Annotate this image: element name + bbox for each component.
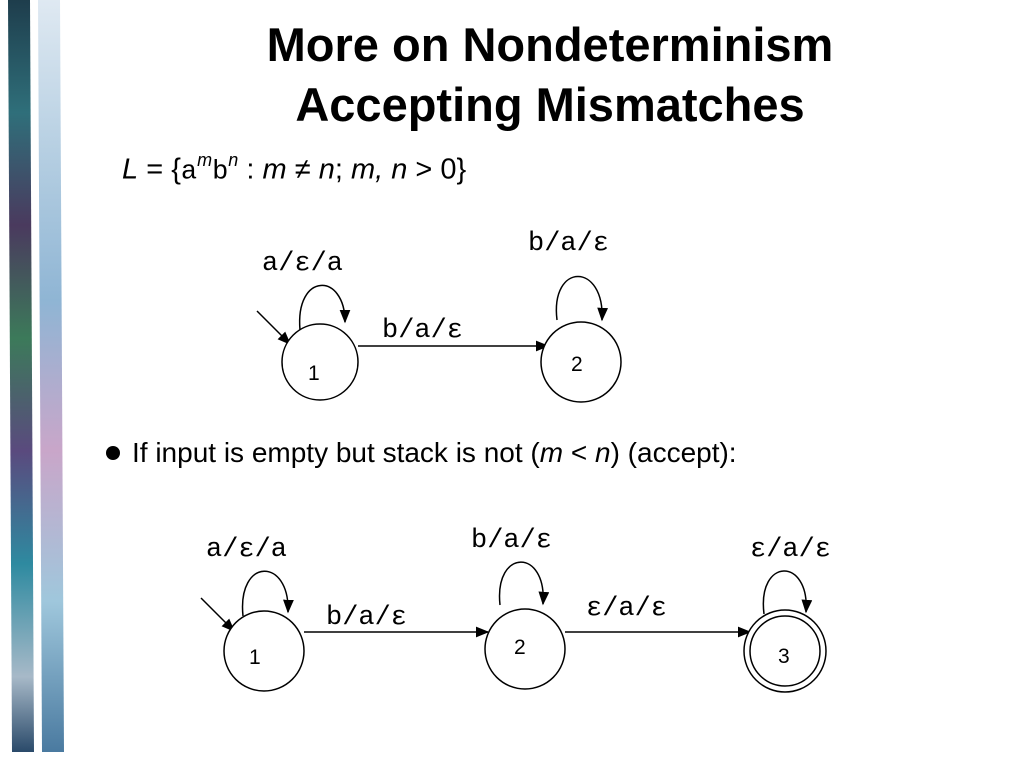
self-loop-state-1 bbox=[241, 570, 294, 617]
bullet-dot-icon bbox=[106, 446, 120, 460]
diagram-2: a/ε/a 1 b/a/ε b/a/ε 2 ε/a/ε ε/a/ε 3 bbox=[200, 526, 831, 693]
bullet-point: If input is empty but stack is not (m < … bbox=[106, 437, 737, 469]
start-arrow bbox=[200, 597, 235, 632]
state-2 bbox=[540, 321, 622, 403]
self-loop-state-3 bbox=[762, 570, 813, 615]
transition-label: a/ε/a bbox=[206, 535, 287, 565]
state-3-inner bbox=[749, 615, 821, 687]
state-1 bbox=[281, 323, 359, 401]
slide-title-line-2: Accepting Mismatches bbox=[295, 78, 805, 131]
decorative-side-strip bbox=[8, 0, 64, 752]
transition-label: b/a/ε bbox=[471, 526, 552, 556]
state-2 bbox=[484, 608, 566, 690]
diagram-1: a/ε/a 1 b/a/ε b/a/ε 2 bbox=[256, 229, 622, 403]
self-loop-state-2 bbox=[555, 275, 609, 322]
self-loop-state-1 bbox=[299, 284, 351, 331]
transition-label: ε/a/ε bbox=[750, 535, 831, 565]
state-1 bbox=[223, 610, 305, 692]
state-label: 2 bbox=[514, 636, 526, 659]
transition-label: b/a/ε bbox=[382, 316, 463, 346]
slide-title-line-1: More on Nondeterminism bbox=[266, 18, 834, 71]
transition-label: b/a/ε bbox=[528, 229, 609, 259]
language-formula: L = {ambn : m ≠ n; m, n > 0} bbox=[122, 150, 467, 188]
transition-label: ε/a/ε bbox=[586, 594, 667, 624]
state-label: 1 bbox=[308, 362, 320, 385]
self-loop-state-2 bbox=[498, 561, 550, 606]
state-label: 3 bbox=[778, 645, 790, 668]
state-label: 2 bbox=[571, 353, 583, 376]
state-label: 1 bbox=[249, 646, 261, 669]
transition-label: a/ε/a bbox=[262, 249, 343, 279]
transition-label: b/a/ε bbox=[326, 603, 407, 633]
start-arrow bbox=[256, 310, 291, 345]
